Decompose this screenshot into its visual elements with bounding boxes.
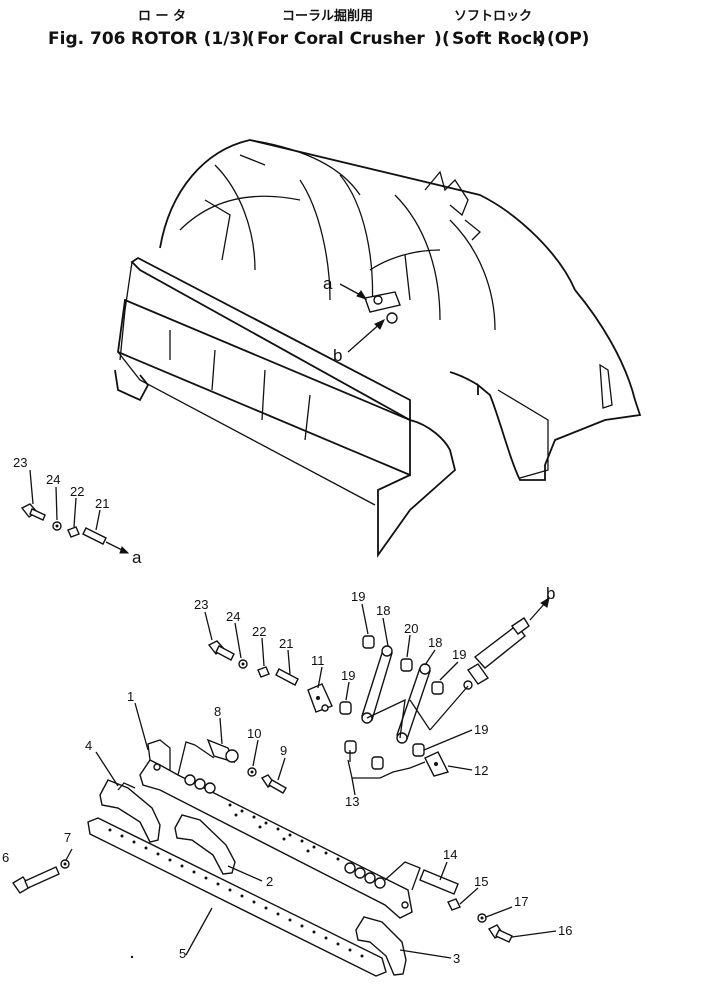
hinge-bracket bbox=[364, 291, 401, 313]
callout-19-left: 19 bbox=[341, 668, 355, 683]
title-name: ROTOR (1/3) bbox=[131, 29, 249, 49]
tooth-3 bbox=[355, 916, 407, 976]
callout-22-middle: 22 bbox=[252, 624, 266, 639]
callout-6: 6 bbox=[2, 850, 9, 865]
callout-19-right: 19 bbox=[452, 647, 466, 662]
cutter-plate-5 bbox=[87, 817, 387, 977]
callout-numbers: 23 24 22 21 23 24 22 21 19 18 20 18 19 1… bbox=[2, 455, 572, 966]
title-jp-sub1: コーラル掘削用 bbox=[282, 8, 373, 24]
pin-21-middle bbox=[275, 668, 299, 686]
ref-b-leader bbox=[347, 321, 383, 353]
bushing-13b bbox=[371, 756, 384, 770]
title-paren-close-1: ) bbox=[434, 29, 442, 49]
ref-b-cylinder: b bbox=[546, 584, 555, 603]
bolt-23-upper bbox=[20, 503, 46, 521]
pin-14 bbox=[419, 869, 459, 895]
link-18-left bbox=[361, 649, 393, 721]
hinge-pin bbox=[373, 295, 383, 305]
title-option1: For Coral Crusher bbox=[257, 29, 425, 49]
callout-22-upper: 22 bbox=[70, 484, 84, 499]
callout-23-upper: 23 bbox=[13, 455, 27, 470]
bushing-19-lower-right bbox=[412, 743, 425, 757]
hinge-pin-lower bbox=[386, 312, 398, 324]
callout-11: 11 bbox=[311, 653, 325, 668]
title-fig-label: Fig. 706 bbox=[48, 29, 125, 49]
ref-a-housing: a bbox=[323, 274, 333, 293]
fastener-group-upper: a bbox=[20, 503, 142, 567]
callout-12: 12 bbox=[474, 763, 488, 778]
tooth-2 bbox=[174, 814, 236, 875]
callout-24-middle: 24 bbox=[226, 609, 240, 624]
callout-4: 4 bbox=[85, 738, 92, 753]
arm-holes bbox=[228, 803, 340, 861]
figure-title: ロ ー タ コーラル掘削用 ソフトロック Fig. 706 ROTOR (1/3… bbox=[48, 8, 589, 49]
callout-19-top: 19 bbox=[351, 589, 365, 604]
callout-7: 7 bbox=[64, 830, 71, 845]
title-paren-close-2: ) bbox=[538, 29, 546, 49]
ref-a-fastener: a bbox=[132, 548, 142, 567]
fastener-group-middle bbox=[207, 640, 299, 686]
callout-5: 5 bbox=[179, 946, 186, 961]
stray-dot bbox=[130, 955, 134, 959]
callout-10: 10 bbox=[247, 726, 261, 741]
callout-21-middle: 21 bbox=[279, 636, 293, 651]
callout-18-right: 18 bbox=[428, 635, 442, 650]
linkage-group: b bbox=[307, 584, 555, 779]
rotor-housing bbox=[114, 139, 642, 558]
ref-a-arrowhead bbox=[356, 290, 368, 300]
callout-23-middle: 23 bbox=[194, 597, 208, 612]
title-paren-open-1: ( bbox=[247, 29, 255, 49]
plate-22-upper bbox=[67, 526, 80, 538]
rotor-arm-1 bbox=[139, 739, 421, 919]
callout-24-upper: 24 bbox=[46, 472, 60, 487]
title-option2: Soft Rock bbox=[452, 29, 544, 49]
bushing-20 bbox=[400, 658, 413, 672]
callout-2: 2 bbox=[266, 874, 273, 889]
callout-16: 16 bbox=[558, 923, 572, 938]
plate-22-middle bbox=[257, 666, 270, 678]
callout-1: 1 bbox=[127, 689, 134, 704]
callout-9: 9 bbox=[280, 743, 287, 758]
callout-14: 14 bbox=[443, 847, 457, 862]
callout-18-left: 18 bbox=[376, 603, 390, 618]
callout-8: 8 bbox=[214, 704, 221, 719]
callout-19-lower: 19 bbox=[474, 722, 488, 737]
callout-20: 20 bbox=[404, 621, 418, 636]
link-18-right bbox=[396, 667, 431, 740]
callout-21-upper: 21 bbox=[95, 496, 109, 511]
bushing-19-right bbox=[431, 681, 444, 695]
callout-13: 13 bbox=[345, 794, 359, 809]
leader-lines bbox=[29, 469, 557, 959]
ref-b-arrowhead bbox=[374, 319, 385, 330]
hydraulic-cylinder bbox=[473, 624, 526, 669]
bushing-19-top bbox=[362, 635, 375, 649]
title-option3: (OP) bbox=[547, 29, 589, 49]
ref-b-housing: b bbox=[333, 346, 342, 365]
bushing-19-left bbox=[339, 701, 352, 715]
title-jp-main: ロ ー タ bbox=[138, 9, 186, 24]
callout-3: 3 bbox=[453, 951, 460, 966]
callout-15: 15 bbox=[474, 874, 488, 889]
pin-21-upper bbox=[82, 527, 107, 545]
plate-15 bbox=[447, 898, 461, 911]
callout-17: 17 bbox=[514, 894, 528, 909]
title-jp-sub2: ソフトロック bbox=[454, 9, 532, 24]
title-paren-open-2: ( bbox=[442, 29, 450, 49]
